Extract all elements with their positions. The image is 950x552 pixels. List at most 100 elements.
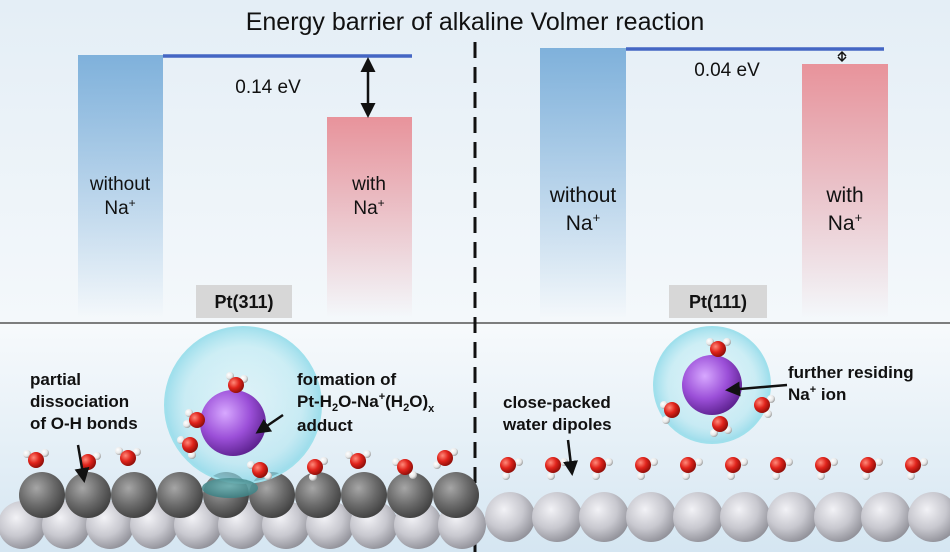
hydrogen-atom: [920, 458, 928, 466]
hydrogen-atom: [183, 420, 191, 428]
adduct-label-line2: Pt-H2O-Na+(H2O)x: [297, 391, 435, 415]
right-with-label-line2: Na+: [828, 210, 862, 235]
oxygen-atom: [712, 416, 728, 432]
water-molecule: [706, 338, 731, 357]
pt-atom-upper: [157, 472, 203, 518]
water-molecule: [860, 457, 883, 480]
oxygen-atom: [725, 457, 741, 473]
oxygen-atom: [437, 450, 453, 466]
pt-atom-upper: [249, 472, 295, 518]
hydrogen-atom: [695, 458, 703, 466]
oxygen-atom: [28, 452, 44, 468]
pt-atom: [579, 492, 629, 542]
hydrogen-atom: [650, 458, 658, 466]
left-bar-with-na: [327, 117, 412, 317]
oxygen-atom: [80, 454, 96, 470]
pt-atom: [908, 492, 950, 542]
water-molecule: [177, 436, 198, 459]
hydrogen-atom: [592, 472, 600, 480]
right-bar-without-na: [540, 48, 626, 318]
pt-atom-upper: [341, 472, 387, 518]
hydrogen-atom: [907, 472, 915, 480]
water-molecule: [754, 395, 775, 418]
adduct-label-line3: adduct: [297, 416, 353, 435]
hydrogen-atom: [320, 457, 328, 465]
dissociation-label-line2: dissociation: [30, 392, 129, 411]
right-energy-chart: 0.04 eV without Na+ with Na+ Pt(111): [540, 47, 888, 318]
oxygen-atom: [120, 450, 136, 466]
hydrogen-atom: [637, 472, 645, 480]
dipoles-label-line1: close-packed: [503, 393, 611, 412]
water-molecule: [392, 458, 417, 479]
water-molecule: [590, 457, 613, 480]
right-dipoles-arrow: [563, 439, 579, 476]
pt-atom: [532, 492, 582, 542]
hydrogen-atom: [772, 472, 780, 480]
hydrogen-atom: [226, 372, 234, 380]
right-surface-badge: [669, 285, 767, 318]
pt-atom: [814, 492, 864, 542]
water-molecule: [183, 409, 205, 428]
right-without-label-line2: Na+: [566, 210, 600, 235]
hydrogen-atom: [785, 458, 793, 466]
hydrogen-atom: [115, 447, 123, 455]
water-molecule: [226, 372, 248, 393]
left-surface-label: Pt(311): [214, 292, 273, 312]
hydrogen-atom: [502, 472, 510, 480]
water-molecule: [500, 457, 523, 480]
pt-atom: [861, 492, 911, 542]
left-pt-slab: [0, 472, 486, 549]
left-adsorbates: [23, 326, 458, 498]
hydrogen-atom: [830, 458, 838, 466]
water-molecule: [247, 461, 272, 480]
pt-atom: [673, 492, 723, 542]
left-without-label-line2: Na+: [104, 196, 135, 219]
hydrogen-atom: [560, 458, 568, 466]
water-molecule: [307, 457, 328, 481]
water-molecule: [660, 401, 680, 424]
hydrogen-atom: [363, 450, 371, 458]
pt-atom-upper: [433, 472, 479, 518]
hydrogen-atom: [662, 416, 670, 424]
right-with-label-line1: with: [825, 184, 863, 207]
left-energy-chart: 0.14 eV without Na+ with Na+ Pt(311): [78, 54, 412, 318]
hydrogen-atom: [817, 472, 825, 480]
dissociation-label-line3: of O-H bonds: [30, 414, 138, 433]
water-molecule: [725, 457, 748, 480]
oxygen-atom: [754, 397, 770, 413]
oxygen-atom: [545, 457, 561, 473]
left-interface-water: [202, 478, 258, 498]
hydrogen-atom: [764, 410, 772, 418]
water-molecule: [345, 450, 371, 469]
water-molecule: [433, 448, 458, 469]
hydrogen-atom: [345, 451, 353, 459]
water-molecule: [710, 416, 732, 437]
oxygen-atom: [350, 453, 366, 469]
oxygen-atom: [189, 412, 205, 428]
left-with-label-line1: with: [351, 174, 386, 195]
pt-atom-upper: [295, 472, 341, 518]
hydrogen-atom: [450, 448, 458, 456]
left-dissociation-arrow: [74, 444, 90, 483]
left-adduct-arrow: [255, 413, 284, 434]
hydrogen-atom: [23, 450, 31, 458]
oxygen-atom: [397, 459, 413, 475]
hydrogen-atom: [710, 429, 718, 437]
pt-atom: [767, 492, 817, 542]
oxygen-atom: [905, 457, 921, 473]
pt-atom-upper: [387, 472, 433, 518]
left-barrier-value: 0.14 eV: [235, 77, 301, 98]
water-molecule: [635, 457, 658, 480]
right-adsorbates: [500, 326, 928, 480]
adduct-label-line1: formation of: [297, 370, 396, 389]
dissociation-label-line1: partial: [30, 370, 81, 389]
hydrogen-atom: [727, 472, 735, 480]
hydrogen-atom: [93, 452, 101, 460]
oxygen-atom: [500, 457, 516, 473]
right-pt-slab: [485, 492, 950, 542]
right-without-label-line1: without: [549, 184, 617, 207]
left-sodium-ion: [200, 390, 266, 456]
oxygen-atom: [860, 457, 876, 473]
